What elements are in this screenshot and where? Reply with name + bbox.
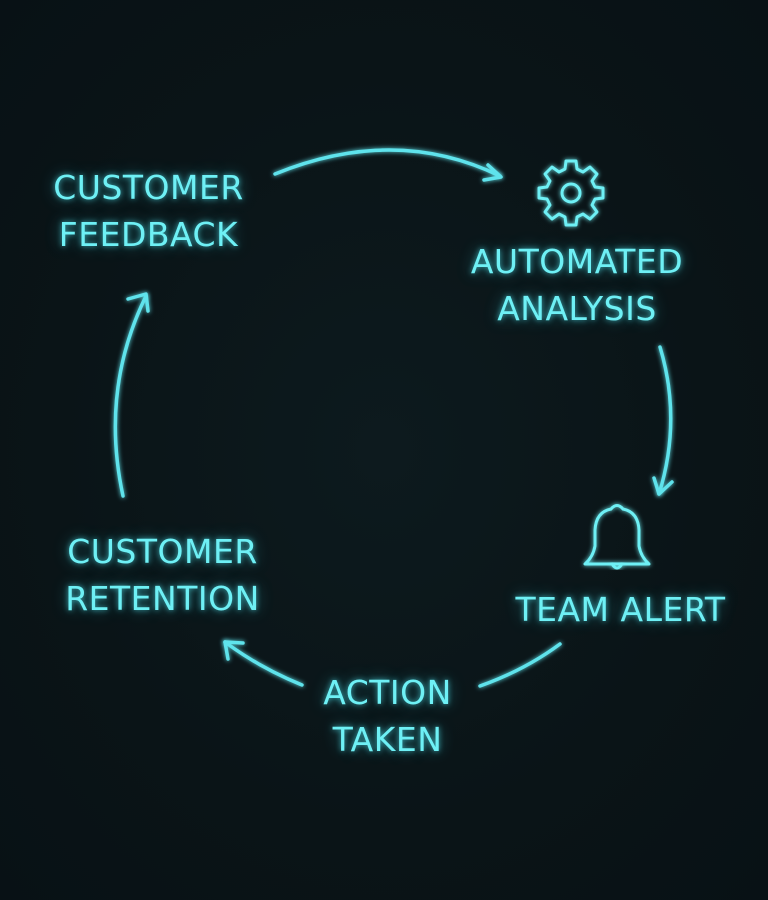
node-label-line: AUTOMATED <box>470 242 684 281</box>
arrow-analysis-to-alert <box>652 345 674 496</box>
arrow-retention-to-feedback <box>113 292 150 498</box>
node-automated-analysis: AUTOMATED ANALYSIS <box>456 238 698 332</box>
arrow-alert-to-action <box>478 642 562 688</box>
arrow-action-to-retention <box>223 640 304 687</box>
gear-icon <box>537 159 605 227</box>
node-label-line: RETENTION <box>65 579 260 618</box>
node-label-line: TAKEN <box>332 720 443 759</box>
node-label-line: ANALYSIS <box>497 289 657 328</box>
node-label-line: ACTION <box>323 673 452 712</box>
arrow-feedback-to-analysis <box>273 148 503 182</box>
bell-icon <box>583 504 651 570</box>
node-team-alert: TEAM ALERT <box>498 586 743 633</box>
node-label-line: FEEDBACK <box>58 215 239 254</box>
node-label-line: CUSTOMER <box>53 168 244 207</box>
node-customer-retention: CUSTOMER RETENTION <box>50 528 275 622</box>
node-customer-feedback: CUSTOMER FEEDBACK <box>36 164 261 258</box>
node-label-line: TEAM ALERT <box>515 590 726 629</box>
node-label-line: CUSTOMER <box>67 532 258 571</box>
node-action-taken: ACTION TAKEN <box>305 669 470 763</box>
